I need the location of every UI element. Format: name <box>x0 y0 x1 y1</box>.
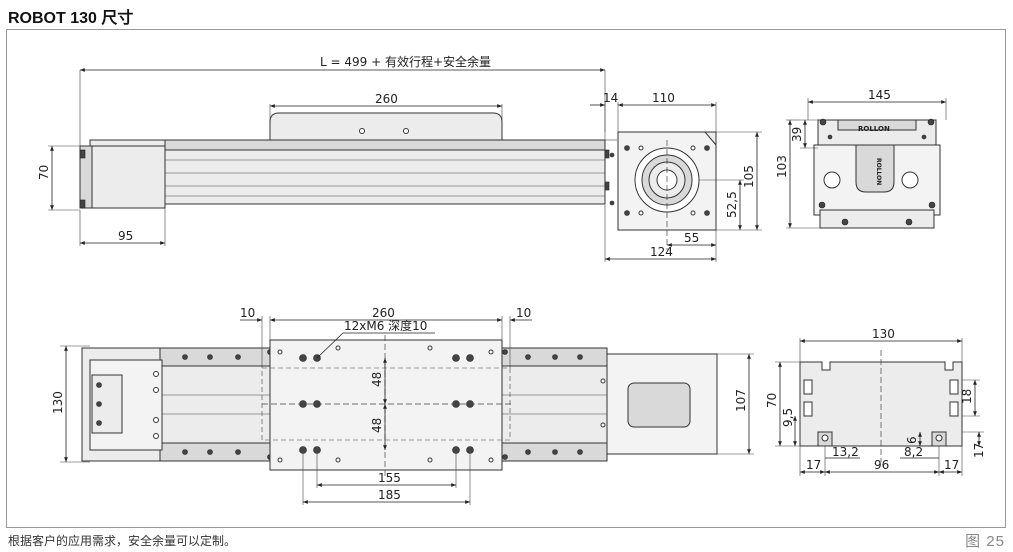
dim-edge-bottom: 17 <box>972 443 986 458</box>
dim-slot-x1: 13,2 <box>832 445 859 459</box>
dim-offset-14: 14 <box>603 91 618 105</box>
dim-hole-span-outer: 185 <box>378 488 401 502</box>
section-view: ROLLON ROLLON 145 39 103 <box>775 88 947 229</box>
dim-margin-right: 10 <box>516 306 531 320</box>
dim-profile-height: 70 <box>765 393 779 408</box>
dim-shaft-x: 55 <box>684 231 699 245</box>
dim-spacing-48-bottom: 48 <box>370 418 384 433</box>
dim-margin-left: 10 <box>240 306 255 320</box>
dim-section-width: 145 <box>868 88 891 102</box>
dim-plan-carriage: 260 <box>372 306 395 320</box>
dim-plan-width: 130 <box>51 391 65 414</box>
top-side-view: L = 499 + 有效行程+安全余量 260 70 95 <box>37 54 617 246</box>
end-view: 14 110 105 52,5 55 124 <box>590 91 762 262</box>
dim-slot-height: 18 <box>960 389 974 404</box>
dim-shaft-height: 52,5 <box>725 191 739 218</box>
dim-height-70: 70 <box>37 165 51 180</box>
dim-profile-width: 130 <box>872 327 895 341</box>
dim-slot-x2: 8,2 <box>904 445 923 459</box>
dim-edge-left: 17 <box>806 458 821 472</box>
drawing-frame <box>6 29 1006 528</box>
dim-motor-length: 95 <box>118 229 133 243</box>
dim-center: 96 <box>874 458 889 472</box>
rollon-logo-section: ROLLON <box>875 158 882 185</box>
profile-view: 130 70 9,5 18 6 13,2 8,2 17 96 17 <box>765 327 986 476</box>
rollon-logo-top: ROLLON <box>858 125 890 133</box>
hole-note: 12xM6 深度10 <box>344 318 427 333</box>
dim-slot-position: 9,5 <box>781 408 795 427</box>
dim-spacing-48-top: 48 <box>370 372 384 387</box>
plan-view: 10 260 10 12xM6 深度10 48 48 155 185 130 1… <box>51 306 754 505</box>
dim-carriage-length: 260 <box>375 92 398 106</box>
dim-section-height: 103 <box>775 155 789 178</box>
dim-plate-height: 105 <box>742 165 756 188</box>
figure-label: 图 25 <box>965 533 1005 550</box>
footer-note: 根据客户的应用需求，安全余量可以定制。 <box>8 534 237 548</box>
dim-carriage-height: 39 <box>790 127 804 142</box>
dim-hole-span-inner: 155 <box>378 471 401 485</box>
dim-total-width: 124 <box>650 245 673 259</box>
dim-plate-width: 110 <box>652 91 675 105</box>
dim-edge-right: 17 <box>944 458 959 472</box>
dim-motor-height: 107 <box>734 389 748 412</box>
dim-slot-width: 6 <box>905 436 919 444</box>
page-title: ROBOT 130 尺寸 <box>8 10 134 27</box>
dim-length-label: L = 499 + 有效行程+安全余量 <box>320 54 491 69</box>
